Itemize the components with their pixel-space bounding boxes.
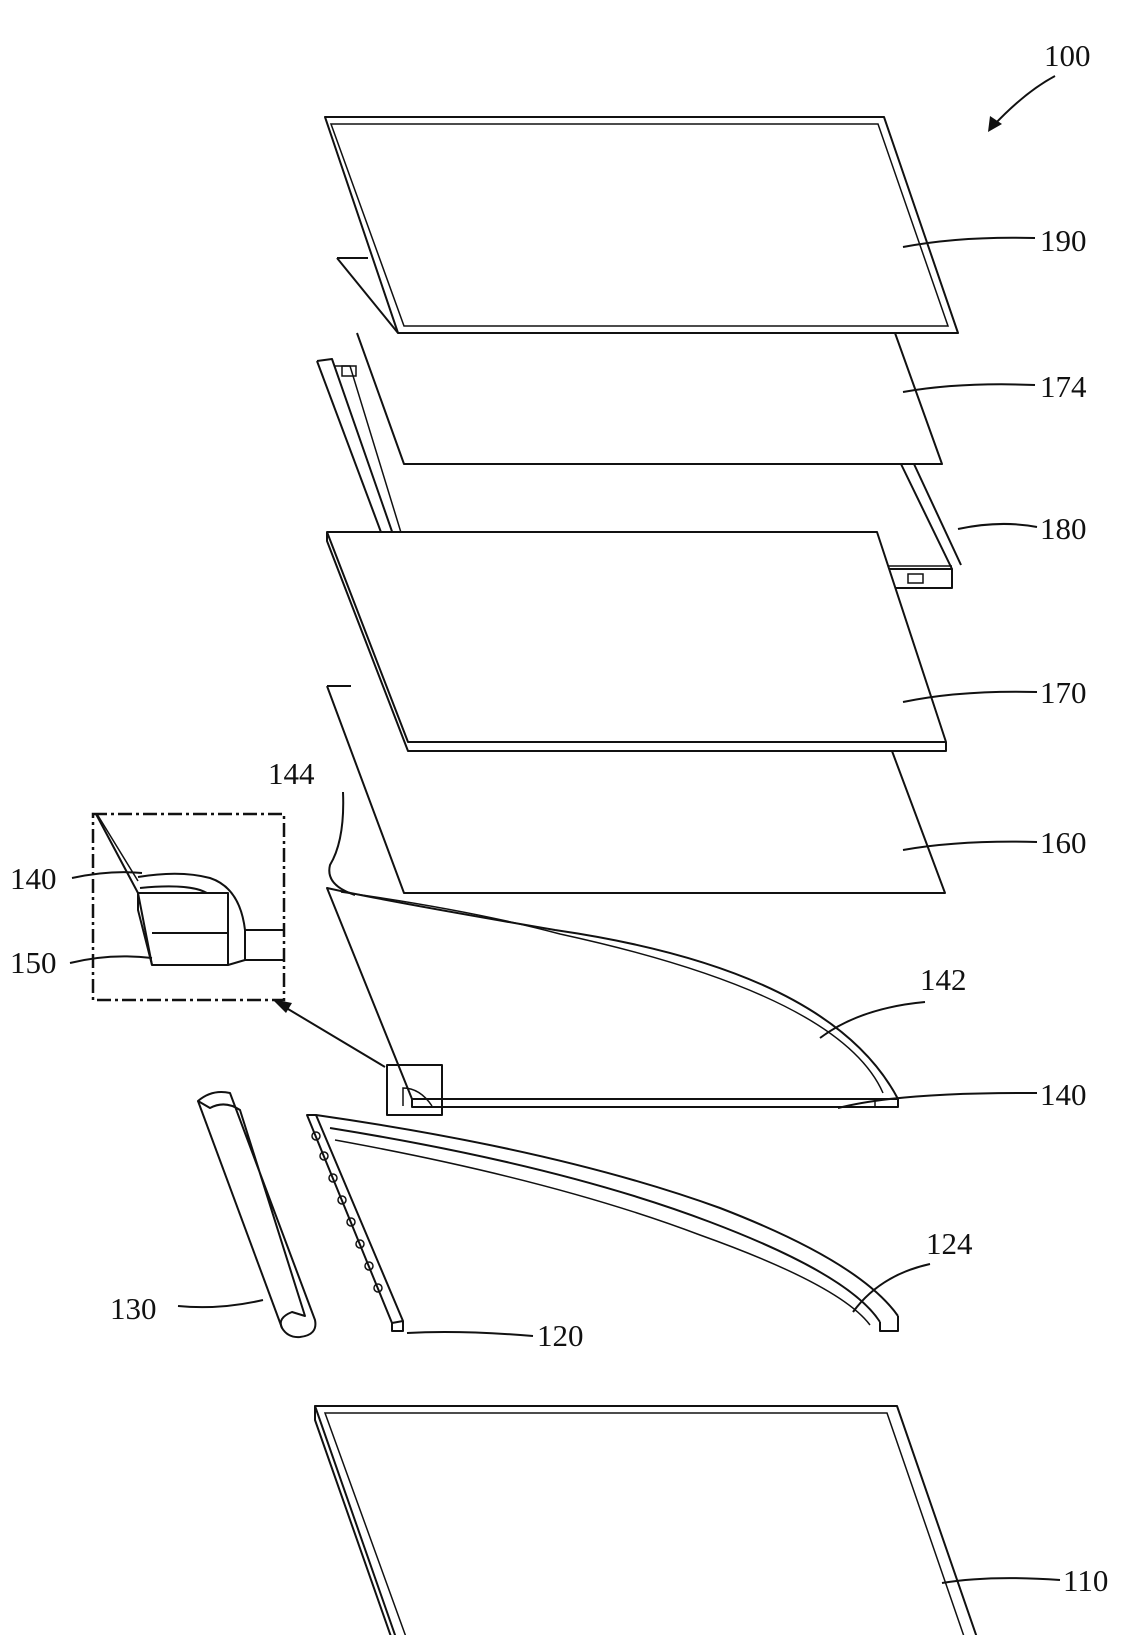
label-detail-150: 150 — [10, 945, 57, 980]
label-detail-140: 140 — [10, 861, 57, 896]
part-140-light-guide-plate — [327, 888, 898, 1107]
label-120: 120 — [537, 1318, 584, 1353]
label-124: 124 — [926, 1226, 973, 1261]
part-124-reflective-strip — [316, 1115, 898, 1331]
label-144: 144 — [268, 756, 315, 791]
part-130-lamp-cover — [198, 1092, 315, 1337]
label-110: 110 — [1063, 1563, 1108, 1598]
label-180: 180 — [1040, 511, 1087, 546]
label-140: 140 — [1040, 1077, 1087, 1112]
detail-inset — [93, 814, 284, 1000]
label-130: 130 — [110, 1291, 157, 1326]
label-142: 142 — [920, 962, 967, 997]
label-174: 174 — [1040, 369, 1087, 404]
detail-callout-arrow — [272, 999, 385, 1067]
label-170: 170 — [1040, 675, 1087, 710]
label-190: 190 — [1040, 223, 1087, 258]
part-120-led-bar — [307, 1115, 403, 1331]
part-110-bottom-cover — [315, 1406, 983, 1635]
label-100: 100 — [1044, 38, 1091, 73]
part-170-optical-sheet — [327, 532, 946, 751]
label-160: 160 — [1040, 825, 1087, 860]
part-190-top-panel — [325, 117, 958, 333]
